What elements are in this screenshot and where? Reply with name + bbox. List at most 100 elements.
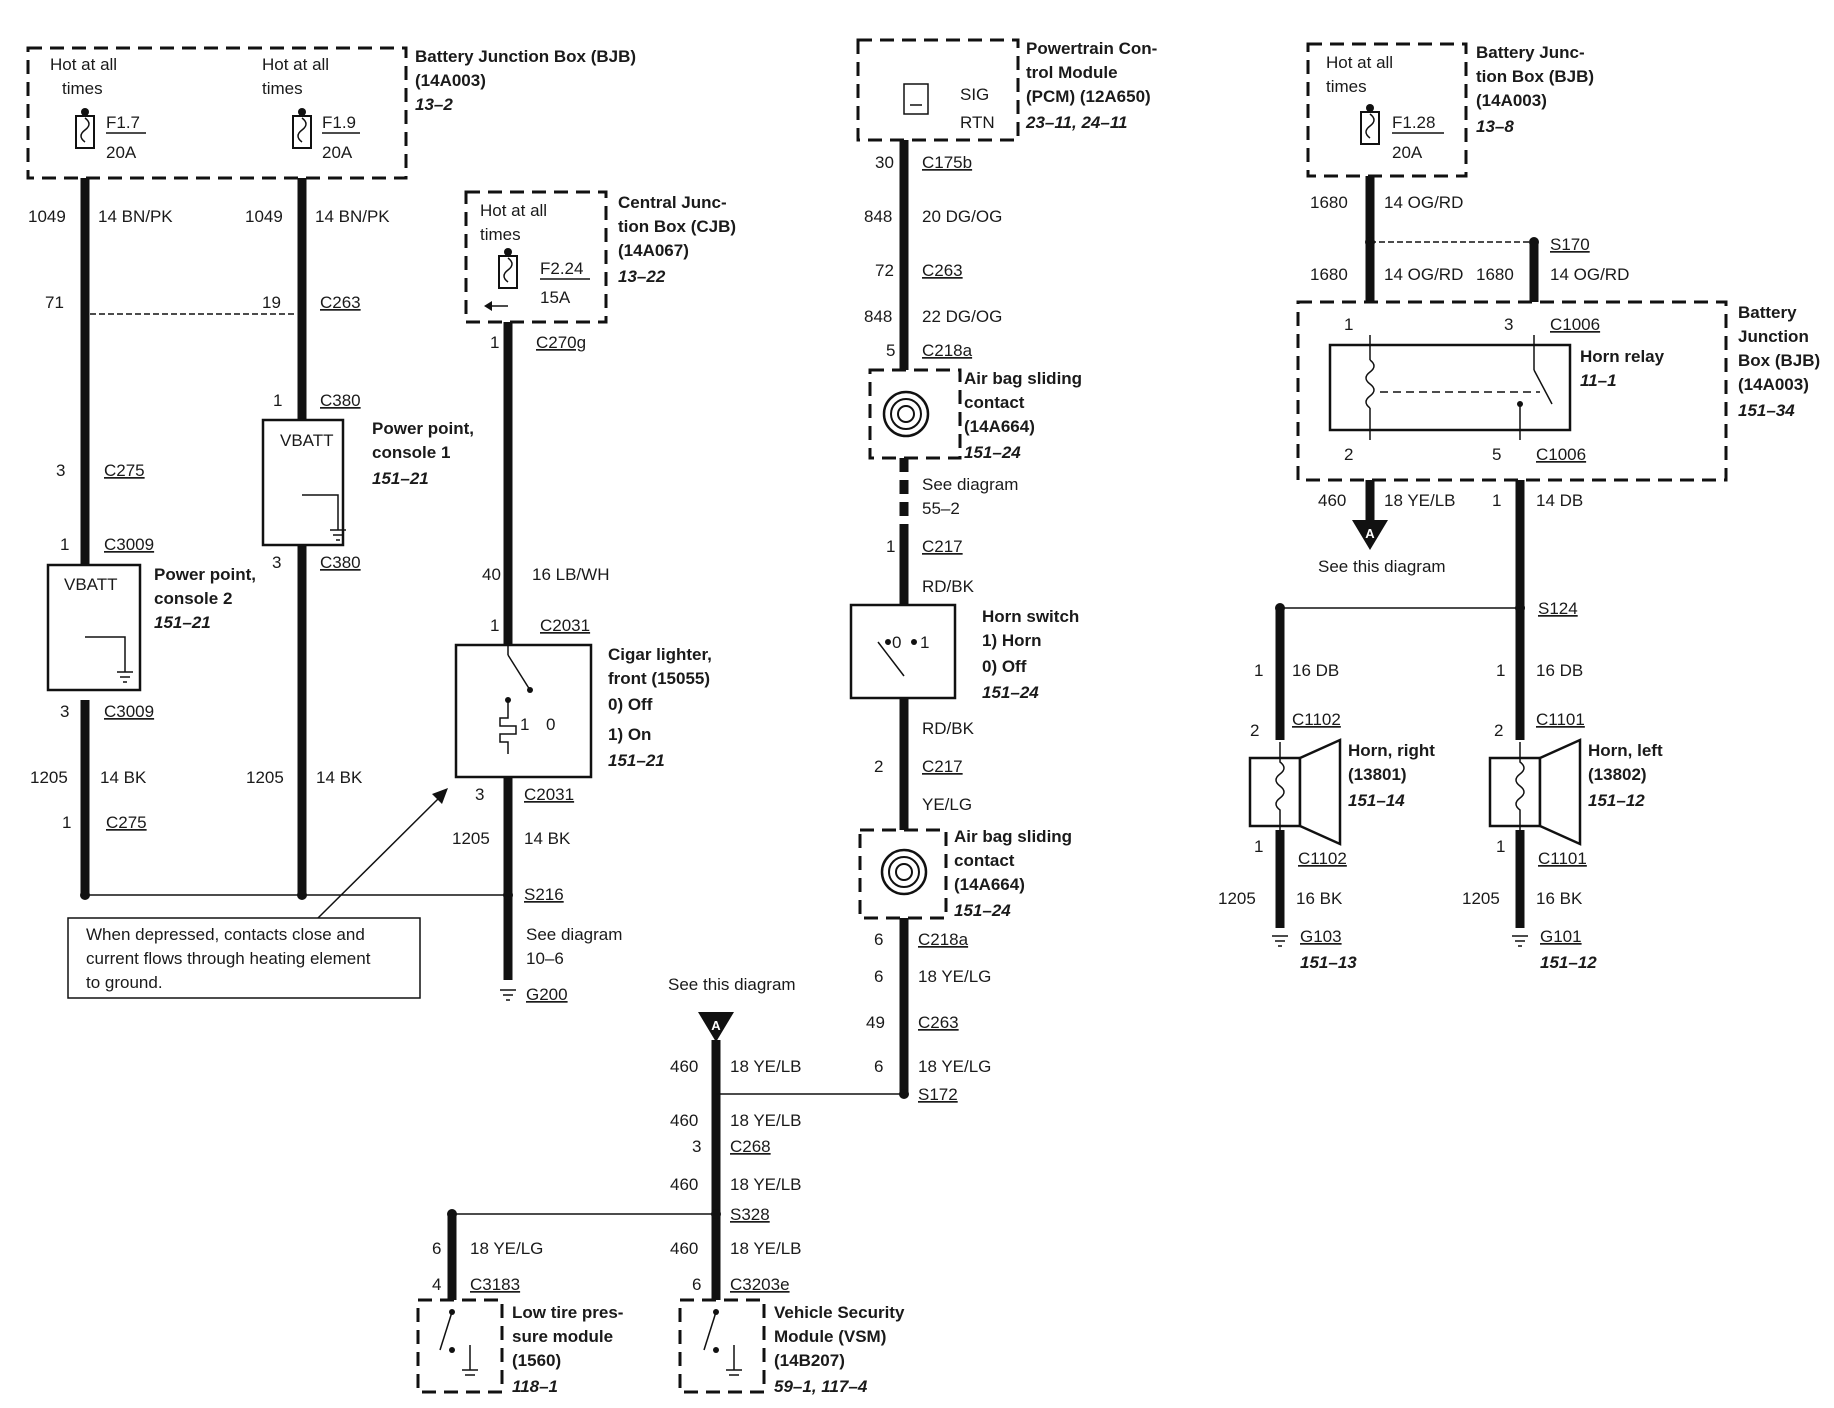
circuit-1680-c: 1680 — [1476, 265, 1514, 284]
relay-pin3: 3 — [1504, 315, 1513, 334]
lighter-ref: 151–21 — [608, 751, 665, 770]
fuse-f17-rating: 20A — [106, 143, 137, 162]
bjb-left-title-2: (14A003) — [415, 71, 486, 90]
horn-right-wire-color: 16 DB — [1292, 661, 1339, 680]
fuse-f224-rating: 15A — [540, 288, 571, 307]
horn-right-title-2: (13801) — [1348, 765, 1407, 784]
splice-s216: S216 — [524, 885, 564, 904]
horn-switch-box — [849, 603, 957, 700]
pcm-sig: SIG — [960, 85, 989, 104]
cjb-hot-1: Hot at all — [480, 201, 547, 220]
pin-1-c275: 1 — [62, 813, 71, 832]
wire-color-1680-b: 14 OG/RD — [1384, 265, 1463, 284]
lighter-title-2: front (15055) — [608, 669, 710, 688]
pin-71: 71 — [45, 293, 64, 312]
wire-color-460-b: 18 YE/LB — [730, 1111, 802, 1130]
connector-c3183: C3183 — [470, 1275, 520, 1294]
connector-c3203e: C3203e — [730, 1275, 790, 1294]
pp1-title-2: console 1 — [372, 443, 450, 462]
bjb-right-dashed-box — [1306, 42, 1468, 178]
relay-pin5: 5 — [1492, 445, 1501, 464]
relay-pin2: 2 — [1344, 445, 1353, 464]
circuit-6-center: 6 — [874, 967, 883, 986]
center-pin1: 1 — [886, 537, 895, 556]
pp1-vbatt: VBATT — [280, 431, 334, 450]
bjb-box-ref: 151–34 — [1738, 401, 1795, 420]
low-tire-pressure-module-box — [416, 1298, 504, 1394]
fuse-icon — [75, 108, 95, 149]
power-point-console-1-box — [261, 418, 345, 547]
connector-c217-top: C217 — [922, 537, 963, 556]
cjb-pin1: 1 — [490, 333, 499, 352]
circuit-460-d: 460 — [670, 1239, 698, 1258]
wire-color-1680-c: 14 OG/RD — [1550, 265, 1629, 284]
horn-left-circuit-1205: 1205 — [1462, 889, 1500, 908]
connector-c175b: C175b — [922, 153, 972, 172]
pp2-ref: 151–21 — [154, 613, 211, 632]
fuse-f128-rating: 20A — [1392, 143, 1423, 162]
bjb-box-title-3: Box (BJB) — [1738, 351, 1820, 370]
cjb-title-3: (14A067) — [618, 241, 689, 260]
wire-color-1680-a: 14 OG/RD — [1384, 193, 1463, 212]
horn-switch-state-off: 0) Off — [982, 657, 1027, 676]
pcm-title-2: trol Module — [1026, 63, 1118, 82]
horn-left-icon — [1488, 738, 1582, 846]
circuit-1205-a: 1205 — [30, 768, 68, 787]
switch-icon — [499, 645, 533, 754]
tire-title-3: (1560) — [512, 1351, 561, 1370]
center-pin2: 2 — [874, 757, 883, 776]
connector-c275-top: C275 — [104, 461, 145, 480]
airbag2-title-1: Air bag sliding — [954, 827, 1072, 846]
connector-c2031-bottom: C2031 — [524, 785, 574, 804]
relay-coil-icon — [1365, 335, 1553, 440]
bjb-right-title-3: (14A003) — [1476, 91, 1547, 110]
wire-color-yelg: YE/LG — [922, 795, 972, 814]
wire-color-a: 14 BN/PK — [98, 207, 173, 226]
connector-c1102-bottom: C1102 — [1298, 849, 1347, 868]
circuit-1205-cjb: 1205 — [452, 829, 490, 848]
splice-s124: S124 — [1538, 599, 1578, 618]
horn-left-circuit: 1 — [1496, 661, 1505, 680]
circuit-460-a: 460 — [670, 1057, 698, 1076]
circuit-1680-b: 1680 — [1310, 265, 1348, 284]
pcm-ref: 23–11, 24–11 — [1025, 113, 1127, 132]
fuse-icon — [1360, 104, 1380, 145]
connector-c1102-top: C1102 — [1292, 710, 1341, 729]
horn-right-wire-1205: 16 BK — [1296, 889, 1343, 908]
connector-c217-bottom: C217 — [922, 757, 963, 776]
cigar-lighter-box — [454, 643, 593, 779]
horn-left-wire-1205: 16 BK — [1536, 889, 1583, 908]
circuit-1680-a: 1680 — [1310, 193, 1348, 212]
note-leader-line — [317, 794, 443, 919]
lighter-pos-0: 0 — [546, 715, 555, 734]
connector-c263-center: C263 — [922, 261, 963, 280]
wire-color-1-right: 14 DB — [1536, 491, 1583, 510]
circuit-1049-b: 1049 — [245, 207, 283, 226]
cjb-title-1: Central Junc- — [618, 193, 727, 212]
wire-color-b: 14 BN/PK — [315, 207, 390, 226]
clockspring-icon — [880, 848, 928, 896]
cjb-title-2: tion Box (CJB) — [618, 217, 736, 236]
circuit-1-right: 1 — [1492, 491, 1501, 510]
pin-1-c380: 1 — [273, 391, 282, 410]
offpage-connector-a-icon — [1352, 520, 1388, 550]
connector-c218a-bottom: C218a — [918, 930, 969, 949]
horn-right-pin1: 1 — [1254, 837, 1263, 856]
wire-color-40: 16 LB/WH — [532, 565, 609, 584]
connector-c1006-bottom: C1006 — [1536, 445, 1586, 464]
center-pin49: 49 — [866, 1013, 885, 1032]
airbag-contact-1-box — [868, 368, 962, 460]
cjb-pin1b: 1 — [490, 616, 499, 635]
horn-switch-pos-0: 0 — [892, 633, 901, 652]
ground-g200: G200 — [526, 985, 568, 1004]
airbag1-title-3: (14A664) — [964, 417, 1035, 436]
fuse-f19-name: F1.9 — [322, 113, 356, 132]
connector-c380-bottom: C380 — [320, 553, 361, 572]
pcm-dashed-box — [856, 38, 1020, 142]
connector-c3009-top: C3009 — [104, 535, 154, 554]
switch-icon — [703, 1309, 742, 1376]
pcm-rtn: RTN — [960, 113, 995, 132]
bjb-right-title-2: tion Box (BJB) — [1476, 67, 1594, 86]
center-pin6a: 6 — [874, 930, 883, 949]
horn-right-icon — [1248, 738, 1342, 846]
